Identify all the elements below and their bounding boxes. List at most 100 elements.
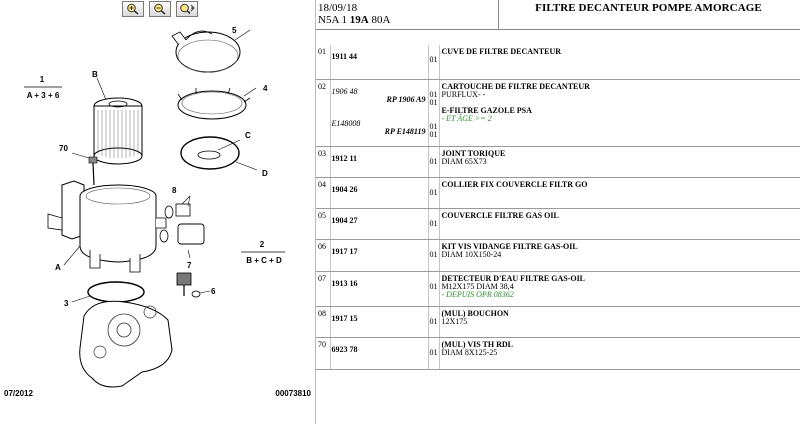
row-reference[interactable]: 1911 44 bbox=[330, 45, 429, 80]
table-row[interactable]: 06 1917 17 01 KIT VIS VIDANGE FILTRE GAS… bbox=[316, 239, 800, 272]
row-reference[interactable]: 1917 15 bbox=[330, 306, 429, 338]
o-ring-parts[interactable] bbox=[180, 136, 258, 171]
screw-part[interactable] bbox=[71, 152, 98, 186]
desc-detail: M12X175 DIAM 38,4 bbox=[441, 281, 514, 291]
diagram-pane: B 5 4 C D 70 8 7 A 6 3 1 A + 3 + 6 2 B +… bbox=[0, 0, 316, 424]
zoom-in-button[interactable] bbox=[122, 1, 144, 17]
header-divider bbox=[498, 0, 499, 30]
ref-number[interactable]: 1917 15 bbox=[331, 313, 358, 323]
ref-number[interactable]: 1913 16 bbox=[331, 278, 358, 288]
desc-detail: DIAM 65X73 bbox=[441, 156, 487, 166]
qty-value: 01 bbox=[429, 156, 438, 166]
desc-title: (MUL) VIS TH RDL bbox=[441, 339, 514, 349]
row-reference[interactable]: 1917 17 bbox=[330, 239, 429, 272]
ref-number[interactable]: 1917 17 bbox=[331, 246, 358, 256]
model-prefix: N5A 1 bbox=[318, 14, 350, 26]
qty-value: 01 bbox=[429, 347, 438, 357]
row-quantity: 01 bbox=[428, 45, 440, 80]
replacement-ref[interactable]: RP 1906 A9 bbox=[386, 94, 426, 104]
qty-value: 01 bbox=[429, 187, 438, 197]
ref-number[interactable]: 1912 11 bbox=[331, 153, 358, 163]
desc-title: CARTOUCHE DE FILTRE DECANTEUR bbox=[441, 81, 590, 91]
zoom-fit-button[interactable] bbox=[176, 1, 198, 17]
desc-title: DETECTEUR D'EAU FILTRE GAS-OIL bbox=[441, 273, 586, 283]
desc-title: E-FILTRE GAZOLE PSA bbox=[441, 105, 532, 115]
water-detector-part[interactable] bbox=[176, 272, 211, 298]
desc-detail: 12X175 bbox=[441, 316, 468, 326]
row-quantity: 01 bbox=[428, 177, 440, 209]
table-row[interactable]: 04 1904 26 01 COLLIER FIX COUVERCLE FILT… bbox=[316, 177, 800, 209]
row-reference[interactable]: 1904 27 bbox=[330, 208, 429, 240]
qty-value: 01 bbox=[429, 97, 438, 107]
table-row[interactable]: 01 1911 44 01 CUVE DE FILTRE DECANTEUR bbox=[316, 45, 800, 80]
row-quantity: 01 01 01 01 bbox=[428, 79, 440, 147]
replacement-ref[interactable]: RP E148119 bbox=[384, 126, 426, 136]
row-reference[interactable]: 1912 11 bbox=[330, 146, 429, 178]
model-suffix: 80A bbox=[368, 14, 391, 26]
row-quantity: 01 bbox=[428, 239, 440, 272]
row-position: 08 bbox=[316, 306, 331, 338]
assembly-1-number: 1 bbox=[40, 75, 45, 84]
zoom-in-icon bbox=[127, 3, 139, 15]
header-model: N5A 1 19A 80A bbox=[318, 14, 390, 26]
parts-pane: 18/09/18 N5A 1 19A 80A FILTRE DECANTEUR … bbox=[316, 0, 800, 424]
ref-number[interactable]: 1911 44 bbox=[331, 52, 358, 61]
callout-5: 5 bbox=[232, 26, 237, 35]
callout-d: D bbox=[262, 169, 268, 178]
row-reference[interactable]: 1904 26 bbox=[330, 177, 429, 209]
assembly-2-number: 2 bbox=[260, 240, 265, 249]
pump-body-part[interactable] bbox=[71, 281, 173, 388]
row-position: 03 bbox=[316, 146, 331, 178]
ref-number[interactable]: 1904 26 bbox=[331, 184, 358, 194]
row-position: 06 bbox=[316, 239, 331, 272]
assembly-2-formula: B + C + D bbox=[246, 256, 282, 265]
row-description: COLLIER FIX COUVERCLE FILTR GO bbox=[439, 177, 800, 209]
model-code: 19A bbox=[349, 14, 369, 26]
ref-number[interactable]: 6923 78 bbox=[331, 344, 358, 354]
desc-title: COLLIER FIX COUVERCLE FILTR GO bbox=[441, 179, 588, 189]
cartridge-part[interactable] bbox=[93, 97, 143, 165]
row-position: 01 bbox=[316, 45, 331, 80]
table-row[interactable]: 07 1913 16 01 DETECTEUR D'EAU FILTRE GAS… bbox=[316, 271, 800, 307]
drain-fittings[interactable] bbox=[159, 195, 205, 259]
callout-6: 6 bbox=[211, 287, 216, 296]
ref-number[interactable]: 1906 48 bbox=[331, 86, 358, 96]
collar-part[interactable] bbox=[177, 87, 257, 120]
callout-b: B bbox=[92, 70, 98, 79]
filter-bowl-part[interactable] bbox=[47, 180, 167, 273]
row-description: CUVE DE FILTRE DECANTEUR bbox=[439, 45, 800, 80]
zoom-out-button[interactable] bbox=[149, 1, 171, 17]
desc-title: CUVE DE FILTRE DECANTEUR bbox=[441, 47, 562, 56]
row-reference[interactable]: 1906 48 RP 1906 A9 E148008 RP E148119 bbox=[330, 79, 429, 147]
qty-value: 01 bbox=[429, 55, 438, 64]
qty-value: 01 bbox=[429, 249, 438, 259]
qty-value: 01 bbox=[429, 89, 438, 99]
row-reference[interactable]: 1913 16 bbox=[330, 271, 429, 307]
ref-number[interactable]: 1904 27 bbox=[331, 215, 358, 225]
callout-c: C bbox=[245, 131, 251, 140]
ref-number[interactable]: E148008 bbox=[331, 118, 361, 128]
cover-part[interactable] bbox=[171, 29, 251, 73]
exploded-view-diagram[interactable]: B 5 4 C D 70 8 7 A 6 3 1 A + 3 + 6 2 B +… bbox=[0, 0, 316, 424]
zoom-fit-icon bbox=[180, 3, 195, 15]
callout-a: A bbox=[55, 263, 61, 272]
table-row[interactable]: 02 1906 48 RP 1906 A9 E148008 RP E148119… bbox=[316, 79, 800, 147]
desc-title: COUVERCLE FILTRE GAS OIL bbox=[441, 210, 559, 220]
diagram-date: 07/2012 bbox=[4, 389, 33, 398]
desc-detail: PURFLUX- - bbox=[441, 89, 486, 99]
qty-value: 01 bbox=[429, 129, 438, 139]
qty-value: 01 bbox=[429, 121, 438, 131]
callout-8: 8 bbox=[172, 186, 177, 195]
row-reference[interactable]: 6923 78 bbox=[330, 337, 429, 370]
callout-70: 70 bbox=[59, 144, 68, 153]
table-row[interactable]: 05 1904 27 01 COUVERCLE FILTRE GAS OIL bbox=[316, 208, 800, 240]
row-quantity: 01 bbox=[428, 337, 440, 370]
